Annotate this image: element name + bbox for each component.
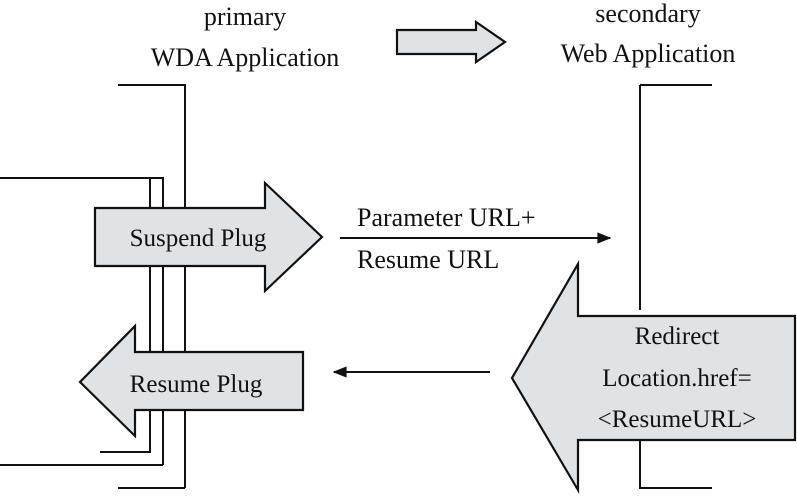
suspend-plug-label: Suspend Plug (130, 225, 267, 252)
wda-application-label: WDA Application (151, 43, 339, 72)
parameter-url-label: Parameter URL+ (357, 203, 536, 232)
resume-url-label: Resume URL (357, 245, 499, 274)
redirect-arrow (510, 259, 797, 495)
web-application-label: Web Application (561, 39, 736, 68)
resume-plug-arrow (78, 323, 305, 439)
location-href-label: Location.href= (602, 365, 751, 392)
suspend-plug-arrow (93, 180, 324, 294)
resume-url-target-label: <ResumeURL> (598, 406, 757, 433)
resume-plug-label: Resume Plug (130, 371, 263, 398)
secondary-lifeline (639, 84, 712, 489)
secondary-label: secondary (595, 0, 700, 28)
transition-arrow (395, 19, 507, 65)
primary-label: primary (204, 2, 286, 31)
primary-lifeline (0, 84, 186, 489)
redirect-label: Redirect (635, 323, 720, 350)
